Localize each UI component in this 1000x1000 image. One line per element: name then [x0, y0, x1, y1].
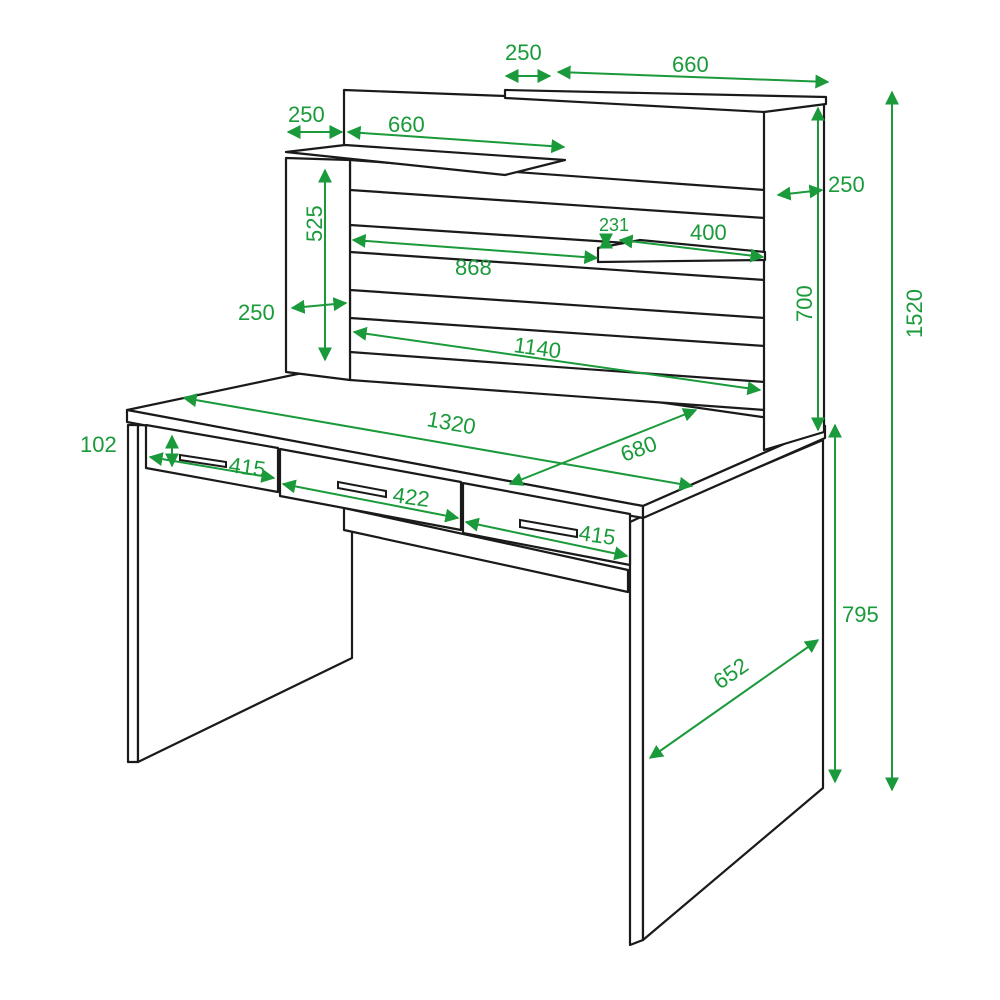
label-top-shelf-width: 660	[672, 52, 709, 77]
label-drawer-mid-width: 422	[391, 482, 431, 512]
dim-line-drawer-left-width	[148, 452, 276, 483]
label-back-panel-width: 1140	[512, 332, 562, 363]
desk-top-right	[641, 424, 827, 520]
label-drawer-right-width: 415	[577, 520, 617, 550]
right-leg-side	[641, 438, 825, 942]
dimension-lines	[148, 65, 899, 792]
hutch-back-strip-1	[348, 158, 767, 220]
label-mid-shelf-gap: 231	[599, 215, 629, 235]
dim-line-top-shelf-width	[556, 65, 830, 89]
small-shelf	[596, 238, 767, 264]
label-left-shelf-depth: 250	[288, 102, 325, 127]
dim-line-drawer-right-width	[464, 517, 629, 561]
hutch-right-side	[762, 98, 826, 452]
left-leg-panel	[126, 423, 140, 764]
dim-line-left-lower-depth	[290, 297, 348, 314]
dimension-labels: 250 660 250 660 250 525 231 400 868 250 …	[80, 40, 927, 694]
label-left-upper-height: 525	[302, 205, 327, 242]
label-right-side-depth: 250	[828, 172, 865, 197]
label-small-shelf-width: 400	[690, 220, 727, 245]
dim-line-inner-shelf-width	[351, 233, 599, 265]
dim-line-left-shelf-width	[346, 125, 566, 154]
dim-line-drawer-mid-width	[281, 479, 460, 523]
top-shelf	[503, 88, 828, 114]
label-top-shelf-depth: 250	[505, 40, 542, 65]
dim-line-small-shelf-width	[618, 234, 765, 263]
dim-line-leg-depth	[648, 639, 820, 759]
label-left-shelf-width: 660	[388, 112, 425, 137]
label-drawer-height: 102	[80, 432, 117, 457]
label-inner-shelf-width: 868	[455, 255, 492, 280]
hutch-left-side	[284, 156, 352, 382]
desk-outline	[125, 88, 828, 947]
dim-line-back-panel-width	[352, 326, 762, 396]
dim-line-desk-depth	[508, 408, 698, 486]
label-drawer-left-width: 415	[227, 452, 267, 482]
label-desk-height: 795	[842, 602, 879, 627]
label-left-lower-depth: 250	[238, 300, 275, 325]
label-hutch-height: 700	[792, 285, 817, 322]
right-leg-panel	[628, 514, 645, 947]
label-total-height: 1520	[902, 289, 927, 338]
